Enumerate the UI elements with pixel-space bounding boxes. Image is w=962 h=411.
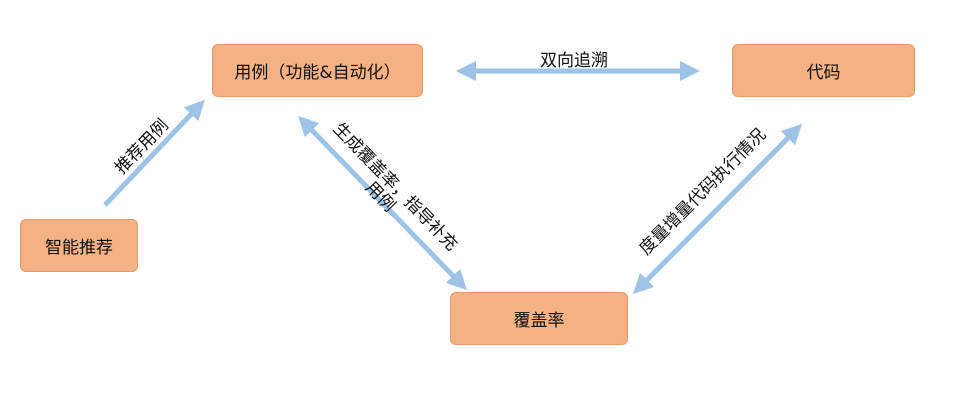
node-recommend: 智能推荐: [20, 219, 138, 272]
measure-arrow: [632, 123, 803, 295]
coverage-arrow: [298, 115, 467, 291]
label-trace: 双向追溯: [540, 51, 608, 71]
recommend-arrow: [103, 99, 205, 207]
node-usecase: 用例（功能&自动化）: [212, 44, 423, 97]
node-coverage: 覆盖率: [450, 292, 628, 345]
node-code: 代码: [732, 44, 915, 97]
